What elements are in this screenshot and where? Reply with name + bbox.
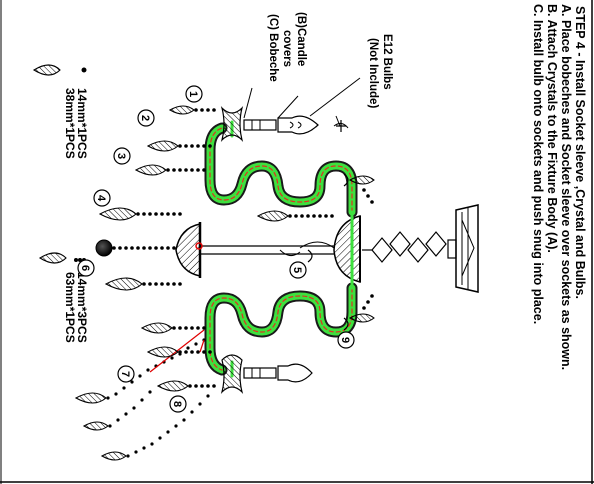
fixture-arms [204,120,358,378]
upper-hub [333,215,361,283]
svg-text:8: 8 [171,401,183,407]
svg-text:3: 3 [115,153,127,159]
crystals [74,105,375,461]
callout-1: 1 [185,85,203,103]
lower-bulb [277,363,313,383]
svg-text:5: 5 [291,267,303,273]
crystal-key-icons [32,64,87,264]
callout-2: 2 [137,109,155,127]
upper-bulb [277,115,319,135]
center-ball [95,239,113,257]
callout-6: 6 [77,259,95,277]
callout-7: 7 [117,365,135,383]
center-bowl [175,222,203,278]
svg-text:2: 2 [139,115,151,121]
chain [362,231,447,263]
svg-text:7: 7 [119,371,131,377]
svg-text:4: 4 [95,195,107,202]
svg-text:1: 1 [187,91,199,97]
callout-8: 8 [169,395,187,413]
svg-text:9: 9 [339,337,351,343]
svg-text:6: 6 [79,265,91,271]
bead-strands [106,108,374,458]
callout-4: 4 [93,189,111,207]
callout-9: 9 [337,331,355,349]
center-column [200,241,335,256]
callout-5: 5 [289,261,307,279]
lower-bobeche [220,354,277,394]
ceiling-canopy [447,204,479,293]
callout-3: 3 [113,147,131,165]
upper-bobeche [220,106,277,142]
hook-icon [307,120,349,331]
